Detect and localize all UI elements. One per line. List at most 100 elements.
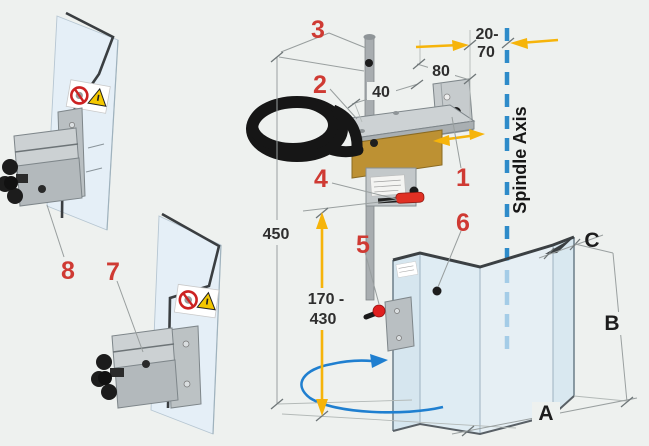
dimension-arrow-icon	[433, 135, 450, 146]
dim-A-label: A	[538, 402, 553, 425]
leader-5	[364, 251, 380, 305]
label-bg	[257, 220, 297, 245]
tick-icon	[543, 247, 555, 260]
knob-shaft	[16, 174, 28, 183]
warning-glyph	[205, 298, 209, 305]
label-line	[374, 184, 401, 188]
prohibition-slash	[73, 87, 86, 104]
type-label	[370, 174, 406, 197]
dim-line	[538, 234, 604, 259]
callout-1: 1	[456, 164, 470, 192]
label-line	[374, 189, 399, 193]
ext-line	[354, 103, 363, 123]
clamp-lower-jaw	[114, 359, 179, 409]
cable-run	[324, 143, 364, 158]
dimension-arrow-icon	[510, 38, 528, 49]
tick-icon	[410, 79, 424, 90]
clamp-hole	[38, 185, 46, 193]
detail-view-clamp-8	[0, 11, 119, 258]
shield-label	[395, 261, 419, 278]
dimension-arrow-icon	[469, 129, 485, 140]
dimension-450: 450	[257, 51, 517, 429]
rotation-arc	[300, 359, 444, 414]
cable-coil	[246, 96, 364, 162]
rod-cap	[363, 34, 376, 40]
dim-C-label: C	[584, 229, 599, 252]
tick-icon	[412, 58, 426, 70]
detail-view-clamp-7	[91, 212, 222, 435]
bracket-hole	[443, 93, 451, 101]
shield-clamp-5	[363, 296, 415, 352]
dim-offset-line1: 20-	[475, 26, 498, 43]
knob-lobe	[2, 159, 18, 175]
leader-1	[451, 116, 462, 169]
dim-offset-line2: 70	[477, 44, 495, 61]
label-line	[373, 179, 401, 183]
mounting-assembly	[334, 78, 476, 207]
detail7-clamp	[91, 325, 202, 409]
dimension-40: 40	[347, 79, 424, 123]
shield-panel-front-left	[420, 253, 480, 434]
dim-40-label: 40	[372, 84, 390, 101]
knob-lobe	[7, 188, 23, 204]
callout-2: 2	[313, 71, 327, 99]
tick-icon	[461, 425, 475, 437]
dimension-C: C	[538, 229, 614, 260]
clamp-hole	[142, 360, 150, 368]
prohibition-slash	[182, 292, 195, 308]
star-knob-icon	[0, 159, 28, 204]
bracket-slide-arrow	[433, 129, 485, 146]
knob-lobe	[101, 384, 117, 400]
dimension-arrow-icon	[316, 212, 328, 229]
rotation-arrowhead	[370, 354, 388, 368]
knob-lobe	[96, 354, 112, 370]
knob-shaft	[110, 368, 124, 377]
warning-glyph	[96, 94, 100, 101]
bolt-icon	[393, 111, 399, 115]
callout-7: 7	[106, 258, 120, 286]
brass-hole	[370, 139, 378, 147]
label-line	[399, 269, 415, 273]
screw-icon	[394, 308, 400, 314]
lever-grip	[395, 191, 425, 204]
shield-point-6	[432, 286, 442, 296]
red-ball-lever	[372, 304, 386, 318]
rod-hole	[365, 59, 373, 67]
label-bg	[532, 402, 560, 422]
leader-3b	[328, 32, 367, 49]
ext-line	[278, 56, 365, 72]
callout-8: 8	[61, 257, 75, 285]
callout-5: 5	[356, 231, 370, 259]
dim-450-label: 450	[263, 226, 290, 243]
spindle-axis-label: Spindle Axis	[510, 106, 530, 213]
detail8-glass-edge	[106, 39, 119, 231]
ext-line	[573, 395, 627, 402]
screw-icon	[182, 340, 190, 348]
detail8-mark	[85, 167, 103, 173]
dim-range-line1: 170 -	[308, 291, 344, 308]
leader-3a	[280, 32, 330, 53]
leader-8	[46, 204, 65, 258]
shield-top-trim	[392, 235, 575, 269]
callout-4: 4	[314, 165, 328, 193]
base-line	[277, 399, 413, 405]
dim-80-label: 80	[432, 63, 450, 80]
link-line	[574, 243, 614, 254]
screw-icon	[69, 122, 75, 128]
clamp-slot	[112, 343, 175, 353]
screw-icon	[396, 335, 402, 341]
leader-4	[331, 182, 397, 200]
detail7-glass-edge	[212, 244, 222, 435]
label-line	[398, 265, 414, 269]
cable-loop	[248, 97, 338, 153]
dimension-arrow-icon	[452, 40, 469, 51]
dimension-A: A	[451, 395, 638, 437]
detail8-warning-sticker	[65, 79, 111, 114]
tick-icon	[270, 398, 284, 410]
dimension-arrow-icon	[316, 399, 328, 416]
dimension-170-430: 170 - 430	[299, 199, 398, 422]
tick-icon	[347, 98, 361, 109]
clamp-slot	[14, 143, 79, 153]
